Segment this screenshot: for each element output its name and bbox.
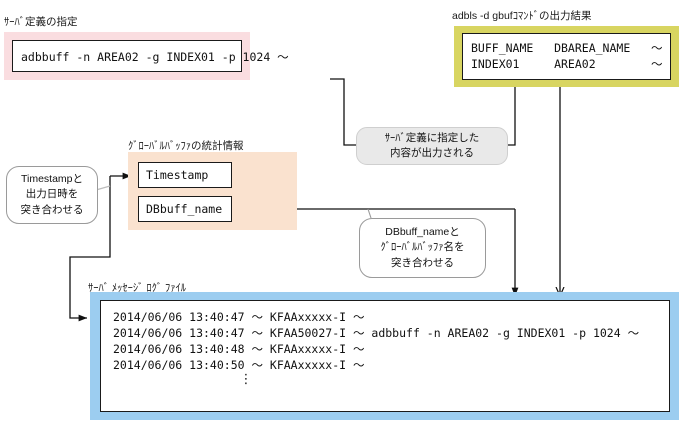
gbuf-stats-dbbuff-name-box: DBbuff_name xyxy=(138,196,232,222)
callout-dbbuff-name-match-line2: ｸﾞﾛｰﾊﾞﾙﾊﾞｯﾌｧ名を xyxy=(380,241,465,254)
message-log-line: 2014/06/06 13:40:48 ～ KFAAxxxxx-I ～ xyxy=(113,342,365,356)
callout-dbbuff-name-match: DBbuff_nameと ｸﾞﾛｰﾊﾞﾙﾊﾞｯﾌｧ名を 突き合わせる xyxy=(359,218,486,278)
adbls-output-title: adbls -d gbufｺﾏﾝﾄﾞの出力結果 xyxy=(452,10,592,22)
message-log-line: 2014/06/06 13:40:47 ～ KFAA50027-I ～ adbb… xyxy=(113,326,640,340)
adbls-output-box: BUFF_NAME DBAREA_NAME ～ INDEX01 AREA02 ～ xyxy=(462,33,671,80)
gbuf-stats-dbbuff-name-label: DBbuff_name xyxy=(146,202,223,216)
server-definition-command: adbbuff -n AREA02 -g INDEX01 -p 1024 ～ xyxy=(21,50,289,64)
adbls-data-row: INDEX01 AREA02 ～ xyxy=(471,57,663,71)
callout-dbbuff-name-match-line3: 突き合わせる xyxy=(391,256,454,269)
server-definition-title: ｻｰﾊﾞ定義の指定 xyxy=(4,16,78,28)
callout-dbbuff-name-match-line1: DBbuff_nameと xyxy=(385,226,460,239)
gbuf-stats-timestamp-box: Timestamp xyxy=(138,162,232,188)
callout-server-definition-output-line2: 内容が出力される xyxy=(390,147,474,159)
callout-server-definition-output: ｻｰﾊﾞ定義に指定した 内容が出力される xyxy=(356,127,508,165)
gbuf-stats-title: ｸﾞﾛｰﾊﾞﾙﾊﾞｯﾌｧの統計情報 xyxy=(128,140,244,152)
message-log-title: ｻｰﾊﾞ ﾒｯｾｰｼﾞ ﾛｸﾞ ﾌｧｲﾙ xyxy=(88,282,187,294)
adbls-header-row: BUFF_NAME DBAREA_NAME ～ xyxy=(471,41,663,55)
message-log-box: 2014/06/06 13:40:47 ～ KFAAxxxxx-I ～ 2014… xyxy=(100,300,670,412)
callout-server-definition-output-line1: ｻｰﾊﾞ定義に指定した xyxy=(384,131,480,144)
server-definition-command-box: adbbuff -n AREA02 -g INDEX01 -p 1024 ～ xyxy=(12,40,289,72)
callout-timestamp-match: Timestampと 出力日時を 突き合わせる xyxy=(6,166,98,224)
callout-timestamp-match-line3: 突き合わせる xyxy=(20,203,84,216)
message-log-continuation: ⋮ xyxy=(239,371,253,386)
callout-timestamp-match-line2: 出力日時を xyxy=(25,188,79,201)
gbuf-stats-timestamp-label: Timestamp xyxy=(146,168,209,182)
message-log-line: 2014/06/06 13:40:50 ～ KFAAxxxxx-I ～ xyxy=(113,358,365,372)
callout-timestamp-match-line1: Timestampと xyxy=(20,173,84,186)
message-log-line: 2014/06/06 13:40:47 ～ KFAAxxxxx-I ～ xyxy=(113,310,365,324)
